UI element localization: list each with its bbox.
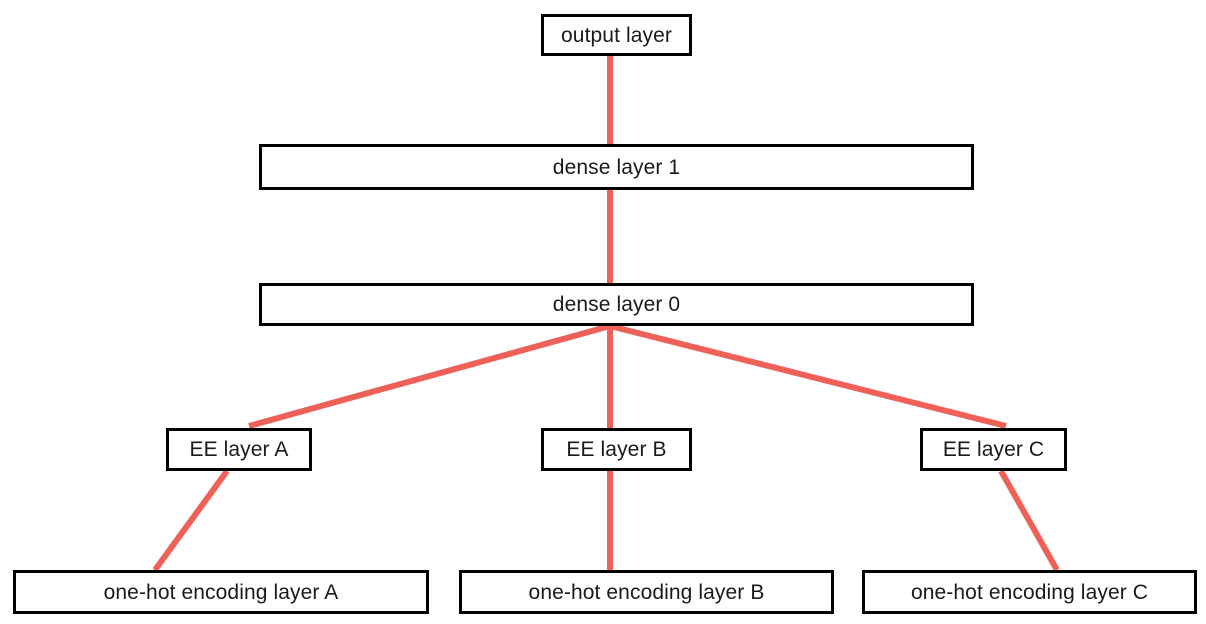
node-dense-layer-1-label: dense layer 1 xyxy=(552,155,681,179)
node-ee-layer-c[interactable]: EE layer C xyxy=(920,428,1067,471)
node-onehot-encoding-layer-a-label: one-hot encoding layer A xyxy=(103,580,339,604)
node-ee-layer-a[interactable]: EE layer A xyxy=(166,428,312,471)
node-onehot-encoding-layer-a[interactable]: one-hot encoding layer A xyxy=(13,570,429,614)
edge-onehota-to-eea xyxy=(152,469,230,572)
node-ee-layer-b-label: EE layer B xyxy=(566,438,667,461)
node-ee-layer-a-label: EE layer A xyxy=(189,438,289,461)
edge-onehotc-to-eec xyxy=(998,469,1060,572)
node-onehot-encoding-layer-c-label: one-hot encoding layer C xyxy=(910,580,1149,604)
node-ee-layer-c-label: EE layer C xyxy=(942,438,1045,461)
node-dense-layer-0-label: dense layer 0 xyxy=(552,293,681,316)
node-onehot-encoding-layer-c[interactable]: one-hot encoding layer C xyxy=(862,570,1197,614)
edge-eec-to-dense0 xyxy=(609,323,1007,429)
node-ee-layer-b[interactable]: EE layer B xyxy=(541,428,692,471)
node-onehot-encoding-layer-b-label: one-hot encoding layer B xyxy=(528,580,765,604)
edge-eea-to-dense0 xyxy=(248,323,611,429)
node-output-layer-label: output layer xyxy=(561,23,672,47)
node-dense-layer-1[interactable]: dense layer 1 xyxy=(259,144,974,190)
node-dense-layer-0[interactable]: dense layer 0 xyxy=(259,283,974,326)
node-output-layer[interactable]: output layer xyxy=(541,14,692,56)
node-onehot-encoding-layer-b[interactable]: one-hot encoding layer B xyxy=(459,570,834,614)
